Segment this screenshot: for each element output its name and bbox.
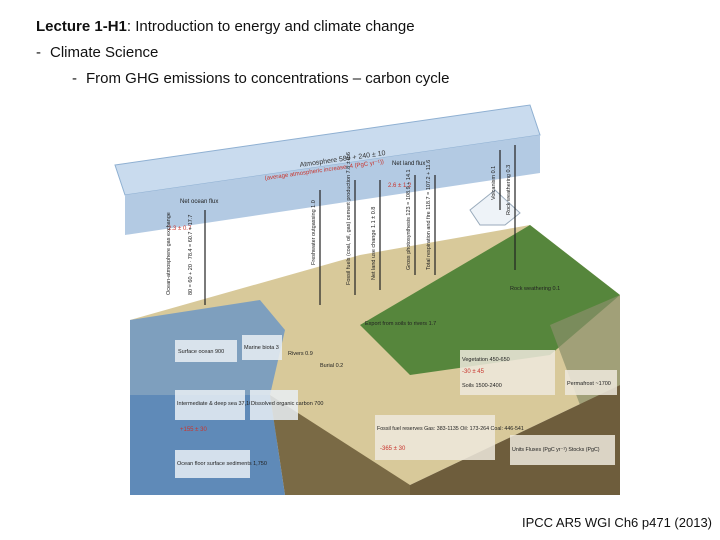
units-label: Units Fluxes (PgC yr⁻¹) Stocks (PgC) <box>512 447 600 453</box>
vegetation-change: -30 ± 45 <box>462 369 485 375</box>
gas-exchange-values: 80 = 60 + 20 · 78.4 = 60.7 + 17.7 <box>188 215 194 295</box>
intermediate-deep-sea-box <box>175 390 245 420</box>
volcanism-label: Volcanism 0.1 <box>491 166 497 200</box>
intermediate-deep-sea-label: Intermediate & deep sea 37,100 <box>177 401 255 407</box>
fossil-fuels-label: Fossil fuels (coal, oil, gas) cement pro… <box>346 152 352 285</box>
surface-ocean-label: Surface ocean 900 <box>178 349 224 355</box>
bullet-dash: - <box>72 70 77 87</box>
fossil-reserves-box <box>375 415 495 460</box>
citation: IPCC AR5 WGI Ch6 p471 (2013) <box>521 515 712 530</box>
land-cross-section-left <box>270 395 410 495</box>
volcano-mountain <box>469 189 521 226</box>
units-box <box>510 435 615 465</box>
marine-biota-box <box>242 335 282 360</box>
net-ocean-flux-value: 2.3 ± 0.7 <box>168 226 192 232</box>
soils-label: Soils 1500-2400 <box>462 383 502 389</box>
rivers-label: Rivers 0.9 <box>288 351 313 357</box>
bullet-carbon-cycle: -From GHG emissions to concentrations – … <box>72 70 449 87</box>
vegetation-soils-box <box>460 350 555 395</box>
surface-ocean-box <box>175 340 237 362</box>
lecture-title: Lecture 1-H1: Introduction to energy and… <box>36 18 415 35</box>
export-soils-label: Export from soils to rivers 1.7 <box>365 321 436 327</box>
marine-biota-label: Marine biota 3 <box>244 345 279 351</box>
bullet-climate-science: -Climate Science <box>36 44 158 61</box>
dissolved-organic-box <box>250 390 298 420</box>
bullet-carbon-cycle-label: From GHG emissions to concentrations – c… <box>86 70 450 87</box>
permafrost-label: Permafrost ~1700 <box>567 381 611 387</box>
burial-label: Burial 0.2 <box>320 363 343 369</box>
ocean-atm-gas-label: Ocean-atmosphere gas exchange <box>166 212 172 295</box>
gross-photosynthesis-label: Gross photosynthesis 123 = 108.9 + 14.1 <box>406 169 412 270</box>
fossil-reserves-label: Fossil fuel reserves Gas: 383-1135 Oil: … <box>377 426 524 432</box>
lecture-code: Lecture 1-H1 <box>36 18 127 35</box>
permafrost-box <box>565 370 617 395</box>
rock-weathering-label: Rock weathering 0.3 <box>506 165 512 215</box>
net-land-flux-value: 2.6 ± 1.2 <box>388 183 412 189</box>
intermediate-change: +155 ± 30 <box>180 427 207 433</box>
ocean-floor-box <box>175 450 250 478</box>
bullet-climate-science-label: Climate Science <box>50 44 159 61</box>
lecture-topic: : Introduction to energy and climate cha… <box>126 18 415 35</box>
atmosphere-box-front <box>125 135 540 235</box>
total-respiration-label: Total respiration and fire 118.7 = 107.2… <box>426 160 432 270</box>
carbon-cycle-diagram: Atmosphere 589 + 240 ± 10 (average atmos… <box>114 104 620 495</box>
freshwater-label: Freshwater outgassing 1.0 <box>311 200 317 265</box>
vegetation-label: Vegetation 450-650 <box>462 357 510 363</box>
rock-weathering-lower-label: Rock weathering 0.1 <box>510 286 560 292</box>
fossil-reserves-change: -365 ± 30 <box>380 446 406 452</box>
ocean-floor-label: Ocean floor surface sediments 1,750 <box>177 461 267 467</box>
net-land-flux-label: Net land flux <box>392 161 425 167</box>
net-land-use-label: Net land use change 1.1 ± 0.8 <box>371 207 377 280</box>
dissolved-organic-label: Dissolved organic carbon 700 <box>251 401 323 407</box>
bullet-dash: - <box>36 44 41 61</box>
net-ocean-flux-label: Net ocean flux <box>180 199 218 205</box>
